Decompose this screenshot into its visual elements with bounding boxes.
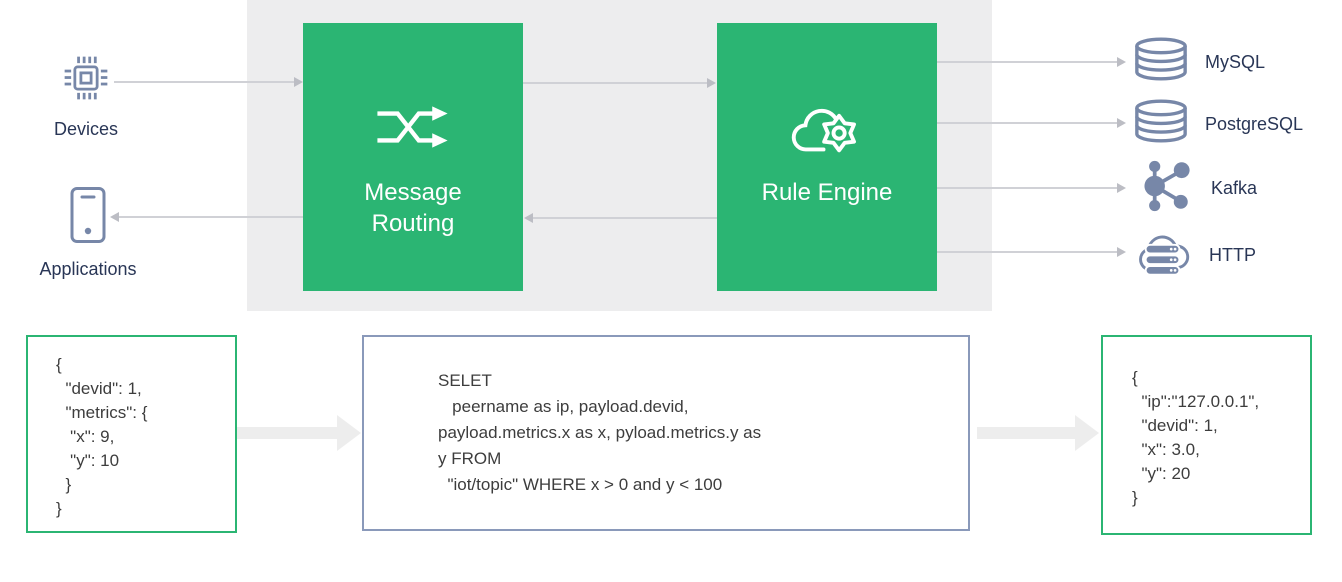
applications-phone-icon xyxy=(69,186,107,249)
arrow-routing-to-applications-head xyxy=(110,212,119,222)
message-routing-box: Message Routing xyxy=(303,23,523,291)
kafka-icon xyxy=(1133,159,1195,218)
arrow-routing-to-rule-engine-line xyxy=(523,82,707,84)
sink-mysql: MySQL xyxy=(1133,37,1266,87)
kafka-label: Kafka xyxy=(1211,177,1258,198)
http-cloud-server-icon xyxy=(1133,225,1193,286)
devices-endpoint: Devices xyxy=(30,52,142,140)
arrow-rule-engine-to-routing-line xyxy=(533,217,717,219)
devices-label: Devices xyxy=(53,119,119,139)
fat-arrow-sql-to-output-head xyxy=(1075,415,1099,451)
input-json-code: { "devid": 1, "metrics": { "x": 9, "y": … xyxy=(56,355,148,518)
sql-code: SELET peername as ip, payload.devid, pay… xyxy=(438,371,762,494)
message-routing-label: Message Routing xyxy=(364,179,462,237)
arrow-rule-engine-to-postgresql-line xyxy=(937,122,1117,124)
arrow-routing-to-applications-line xyxy=(119,216,303,218)
applications-endpoint: Applications xyxy=(28,186,148,280)
output-json-code: { "ip":"127.0.0.1", "devid": 1, "x": 3.0… xyxy=(1132,368,1260,507)
devices-chip-icon xyxy=(60,52,112,109)
input-json-panel: { "devid": 1, "metrics": { "x": 9, "y": … xyxy=(26,335,237,533)
postgresql-database-icon xyxy=(1133,99,1189,149)
arrow-devices-to-routing-line xyxy=(114,81,294,83)
sink-http: HTTP xyxy=(1133,228,1256,282)
fat-arrow-sql-to-output-shaft xyxy=(977,427,1075,439)
http-label: HTTP xyxy=(1209,244,1256,265)
arrow-rule-engine-to-mysql-line xyxy=(937,61,1117,63)
sql-panel: SELET peername as ip, payload.devid, pay… xyxy=(362,335,970,531)
shuffle-icon xyxy=(372,101,454,153)
sink-postgresql: PostgreSQL xyxy=(1133,99,1304,149)
output-json-panel: { "ip":"127.0.0.1", "devid": 1, "x": 3.0… xyxy=(1101,335,1312,535)
arrow-rule-engine-to-http-line xyxy=(937,251,1117,253)
arrow-rule-engine-to-kafka-head xyxy=(1117,183,1126,193)
fat-arrow-input-to-sql-head xyxy=(337,415,361,451)
cloud-gear-icon xyxy=(789,101,865,153)
mysql-database-icon xyxy=(1133,37,1189,87)
rule-engine-box: Rule Engine xyxy=(717,23,937,291)
mysql-label: MySQL xyxy=(1205,51,1266,72)
fat-arrow-input-to-sql-shaft xyxy=(237,427,337,439)
arrow-rule-engine-to-mysql-head xyxy=(1117,57,1126,67)
arrow-rule-engine-to-routing-head xyxy=(524,213,533,223)
arrow-devices-to-routing-head xyxy=(294,77,303,87)
postgresql-label: PostgreSQL xyxy=(1205,113,1304,134)
arrow-rule-engine-to-postgresql-head xyxy=(1117,118,1126,128)
arrow-rule-engine-to-http-head xyxy=(1117,247,1126,257)
applications-label: Applications xyxy=(39,259,137,279)
sink-kafka: Kafka xyxy=(1133,160,1258,214)
arrow-routing-to-rule-engine-head xyxy=(707,78,716,88)
arrow-rule-engine-to-kafka-line xyxy=(937,187,1117,189)
rule-engine-label: Rule Engine xyxy=(761,179,893,206)
